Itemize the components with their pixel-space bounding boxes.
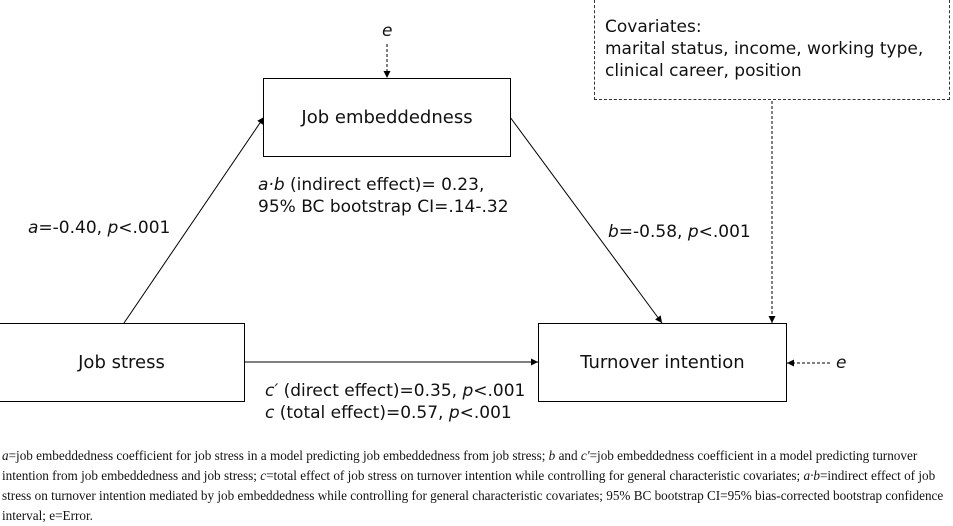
- path-a-value: =-0.40,: [38, 218, 108, 238]
- note-text-5: =indirect effect of job stress on turnov…: [2, 468, 944, 523]
- predictor-box: Job stress: [0, 323, 245, 402]
- indirect-ci: 95% BC bootstrap CI=.14-.32: [258, 197, 509, 217]
- covariates-title: Covariates:: [605, 17, 702, 37]
- direct-effect-label: c′ (direct effect)=0.35, p<.001: [265, 380, 525, 402]
- mediator-label: Job embeddedness: [301, 107, 473, 128]
- note-sym-a: a: [2, 448, 9, 463]
- covariates-line-1: marital status, income, working type,: [605, 39, 924, 59]
- direct-symbol: c′: [265, 381, 279, 401]
- direct-value: (direct effect)=0.35,: [278, 381, 463, 401]
- direct-p-symbol: p: [462, 381, 474, 401]
- outcome-box: Turnover intention: [538, 323, 787, 402]
- total-symbol: c: [265, 403, 275, 423]
- error-top-label: e: [382, 21, 393, 41]
- path-a-label: a=-0.40, p<.001: [28, 217, 170, 239]
- path-a-p-value: <.001: [118, 218, 171, 238]
- path-b-p-value: <.001: [698, 222, 751, 242]
- total-p-value: <.001: [459, 403, 512, 423]
- path-a-arrow: [123, 116, 265, 324]
- path-b-value: =-0.58,: [618, 222, 688, 242]
- total-effect-label: c (total effect)=0.57, p<.001: [265, 402, 512, 424]
- note-sym-ab: a·b: [803, 468, 820, 483]
- path-a-p-symbol: p: [107, 218, 119, 238]
- path-b-symbol: b: [608, 222, 619, 242]
- total-value: (total effect)=0.57,: [274, 403, 449, 423]
- indirect-symbol: a·b: [258, 175, 285, 195]
- path-b-p-symbol: p: [687, 222, 699, 242]
- mediator-box: Job embeddedness: [263, 78, 511, 157]
- path-b-label: b=-0.58, p<.001: [608, 221, 751, 243]
- indirect-value: (indirect effect)= 0.23,: [284, 175, 485, 195]
- note-sym-c: c: [260, 468, 267, 483]
- direct-p-value: <.001: [473, 381, 526, 401]
- path-a-symbol: a: [28, 218, 39, 238]
- predictor-label: Job stress: [78, 352, 165, 373]
- note-sym-b: b: [548, 448, 556, 463]
- figure-note: a=job embeddedness coefficient for job s…: [2, 446, 952, 526]
- indirect-effect-label: a·b (indirect effect)= 0.23, 95% BC boot…: [258, 174, 509, 218]
- note-text-3: =job embeddedness coefficient in a model…: [2, 448, 918, 483]
- outcome-label: Turnover intention: [580, 352, 745, 373]
- path-b-arrow: [509, 116, 663, 324]
- note-text-4: =total effect of job stress on turnover …: [266, 468, 804, 483]
- error-right-label: e: [836, 353, 847, 373]
- note-text-1: =job embeddedness coefficient for job st…: [8, 448, 549, 463]
- covariates-line-2: clinical career, position: [605, 61, 802, 81]
- total-p-symbol: p: [448, 403, 460, 423]
- note-sym-c-prime: c': [580, 448, 590, 463]
- covariates-box: Covariates: marital status, income, work…: [594, 0, 950, 100]
- note-text-2: and: [555, 448, 581, 463]
